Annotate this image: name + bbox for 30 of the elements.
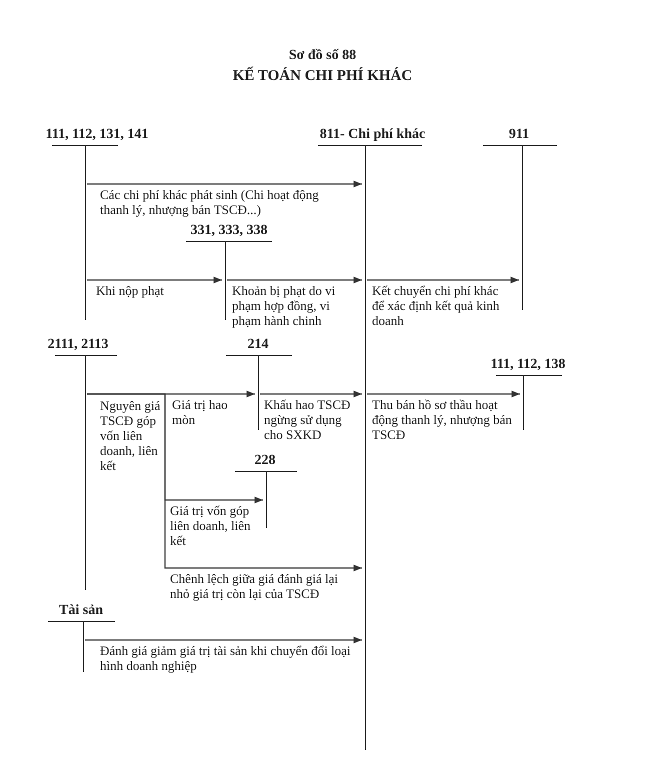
edge-label: Giá trị hao mòn: [172, 397, 229, 427]
account-title: Tài sản: [58, 602, 104, 620]
account-title: 111, 112, 138: [490, 356, 566, 374]
arrow: [227, 276, 362, 284]
arrow: [87, 180, 362, 188]
arrow: [87, 393, 362, 572]
edge-label: Đánh giá giảm giá trị tài sản khi chuyển đổi loại hình doanh nghiệp: [100, 643, 352, 673]
account-title: 214: [246, 336, 270, 354]
arrow: [260, 390, 362, 398]
diagram-number: Sơ đồ số 88: [288, 48, 356, 63]
edge-label: Kết chuyển chi phí khác để xác định kết quả kinh doanh: [372, 283, 500, 328]
edge-label: Chênh lệch giữa giá đánh giá lại nhỏ giá trị còn lại của TSCĐ: [170, 571, 340, 601]
edge-label: Khấu hao TSCĐ ngừng sử dụng cho SXKD: [264, 397, 352, 442]
edge-label: Thu bán hồ sơ thầu hoạt động thanh lý, nhượng bán TSCĐ: [372, 397, 512, 442]
account-title: 911: [508, 126, 530, 144]
edge-label: Khoản bị phạt do vi phạm hợp đồng, vi phạm hành chinh: [232, 283, 336, 328]
edge-label: Giá trị vốn góp liên doanh, liên kết: [170, 503, 252, 548]
arrow: [367, 276, 519, 284]
trunk-label: Nguyên giá TSCĐ góp vốn liên doanh, liên kết: [100, 398, 162, 473]
account-title: 811- Chi phí khác: [318, 126, 426, 144]
account-title: 331, 333, 338: [190, 222, 268, 240]
account-title: 111, 112, 131, 141: [44, 126, 150, 144]
arrow: [367, 390, 520, 398]
account-title: 2111, 2113: [46, 336, 110, 354]
edge-label: Các chi phí khác phát sinh (Chi hoạt động thanh lý, nhượng bán TSCĐ...): [100, 187, 320, 217]
arrow: [87, 276, 222, 284]
edge-label: Khi nộp phạt: [96, 283, 165, 298]
account-title: 228: [254, 452, 276, 470]
arrow: [85, 636, 362, 644]
diagram-title: KẾ TOÁN CHI PHÍ KHÁC: [232, 68, 412, 84]
